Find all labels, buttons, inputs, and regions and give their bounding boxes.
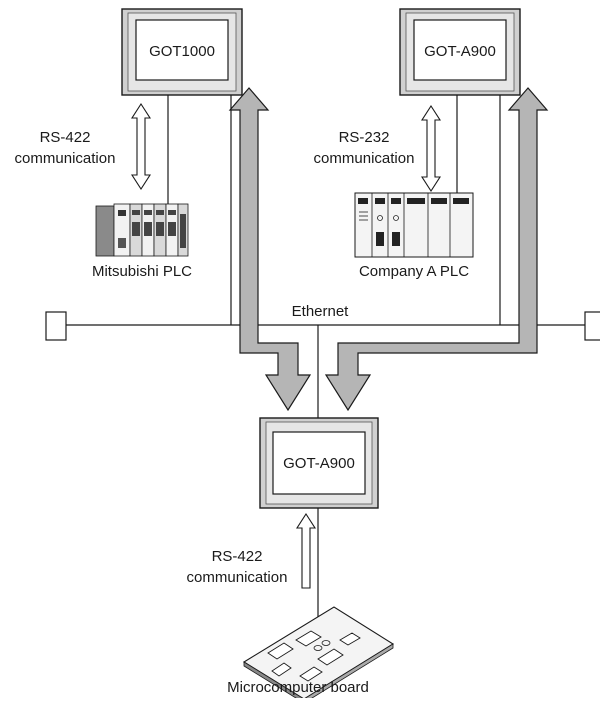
mitsubishi-plc-label: Mitsubishi PLC [92,263,192,280]
gota900-top-screen [413,19,507,81]
left-terminator [45,311,67,341]
ethernet-flow-arrow-left [228,87,312,412]
got1000-screen [135,19,229,81]
rs422-bottom-up-arrow [295,512,317,589]
company-a-plc-icon [354,192,474,258]
got1000-label: GOT1000 [149,43,215,60]
gota900-bottom-label: GOT-A900 [283,455,355,472]
microcomputer-board-icon [242,606,395,703]
ethernet-flow-arrow-right [324,87,549,412]
gota900-bottom-screen [272,431,366,495]
wiring [66,92,585,620]
left-comm-protocol-label: RS-422 [40,129,91,146]
ethernet-label: Ethernet [292,303,350,320]
got1000-terminal: GOT1000 [121,8,243,96]
gota900-bottom-terminal: GOT-A900 [259,417,379,509]
bottom-comm-protocol-label: RS-422 [212,548,263,565]
company-a-plc-label: Company A PLC [359,263,469,280]
bottom-comm-text-label: communication [187,569,288,586]
mitsubishi-plc-icon [95,203,189,257]
right-comm-text-label: communication [314,150,415,167]
gota900-top-label: GOT-A900 [424,43,496,60]
gota900-top-terminal: GOT-A900 [399,8,521,96]
right-terminator [584,311,600,341]
rs232-double-arrow [420,104,442,193]
left-comm-text-label: communication [15,150,116,167]
microcomputer-board-label: Microcomputer board [227,679,369,696]
right-comm-protocol-label: RS-232 [339,129,390,146]
rs422-top-double-arrow [130,102,152,191]
